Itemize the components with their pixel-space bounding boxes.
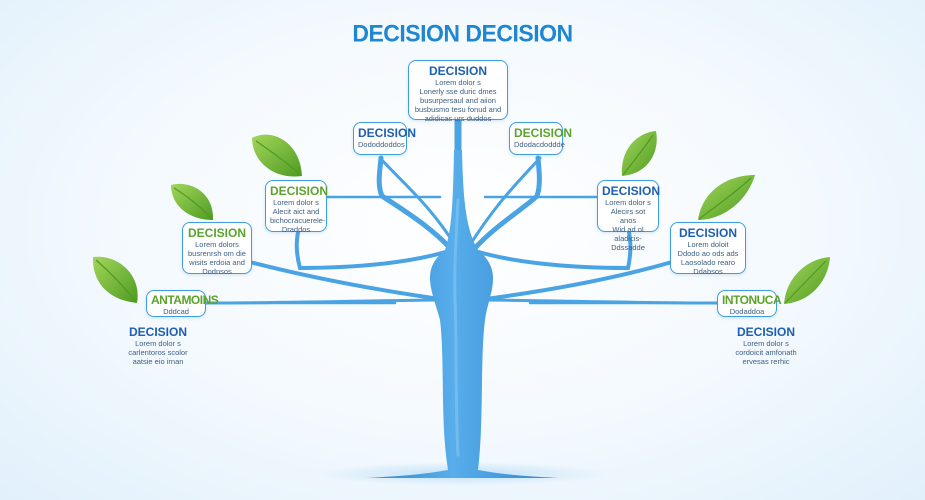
node-mid-left-heading: DECISION <box>270 184 329 198</box>
node-upper-left-heading: DECISION <box>358 126 417 140</box>
node-upper-left-body: Dododdoddos <box>358 140 405 149</box>
node-low-left-heading: DECISION <box>187 226 246 240</box>
free-text-left-body: Lorem dolor s carlentoros scolor aatsie … <box>128 339 188 366</box>
node-far-left-heading: ANTAMOINS <box>151 293 219 307</box>
free-text-right-heading: DECISION <box>736 325 795 339</box>
leaf-low-right <box>784 257 830 304</box>
leaf-upper-left <box>252 134 302 177</box>
node-far-left: ANTAMOINS Dddcad <box>146 290 219 317</box>
node-far-right-body: Dodaddoa <box>729 307 765 316</box>
node-mid-left: DECISION Lorem dolor s Alecit aict and b… <box>265 180 329 234</box>
node-upper-right-heading: DECISION <box>514 126 573 140</box>
node-mid-right-heading: DECISION <box>602 184 661 198</box>
node-mid-right-body: Lorem dolor s Alecirs sot anos Wid ad ol… <box>605 198 651 252</box>
node-upper-right-body: Ddodacdoddde <box>514 140 565 149</box>
leaf-mid-right <box>698 175 755 220</box>
node-low-left-body: Lorem dolors busrenrsh om die wisits erd… <box>188 240 246 276</box>
node-low-right-body: Lorem doloit Ddodo ao ods ads Laosolado … <box>677 240 739 276</box>
free-text-right: DECISION Lorem dolor s cordoicit amfonat… <box>724 325 808 366</box>
node-top-heading: DECISION <box>428 64 487 78</box>
node-far-right: INTONUCA Dodaddoa <box>717 290 782 317</box>
free-text-left: DECISION Lorem dolor s carlentoros scolo… <box>118 325 198 366</box>
node-low-left: DECISION Lorem dolors busrenrsh om die w… <box>182 222 252 276</box>
node-top-body: Lorem dolor s Lonerly sse duric dmes bus… <box>414 78 502 123</box>
node-low-right-heading: DECISION <box>678 226 737 240</box>
node-low-right: DECISION Lorem doloit Ddodo ao ods ads L… <box>670 222 746 276</box>
free-text-left-heading: DECISION <box>128 325 187 339</box>
node-top: DECISION Lorem dolor s Lonerly sse duric… <box>408 60 508 123</box>
leaf-mid-left <box>171 183 214 220</box>
node-mid-right: DECISION Lorem dolor s Alecirs sot anos … <box>597 180 661 252</box>
node-far-right-heading: INTONUCA <box>722 293 782 307</box>
node-far-left-body: Dddcad <box>163 307 189 316</box>
tree-trunk <box>365 150 560 478</box>
node-upper-right: DECISION Ddodacdoddde <box>509 122 573 155</box>
node-mid-left-body: Lorem dolor s Alecit aict and bichocracu… <box>270 198 326 234</box>
diagram-title: DECISION DECISION <box>352 19 573 47</box>
leaf-upper-right <box>621 131 657 176</box>
trunk-highlight <box>453 198 460 457</box>
leaf-low-left <box>92 256 138 303</box>
node-upper-left: DECISION Dododdoddos <box>353 122 417 155</box>
free-text-right-body: Lorem dolor s cordoicit amfonath ervesas… <box>735 339 797 366</box>
